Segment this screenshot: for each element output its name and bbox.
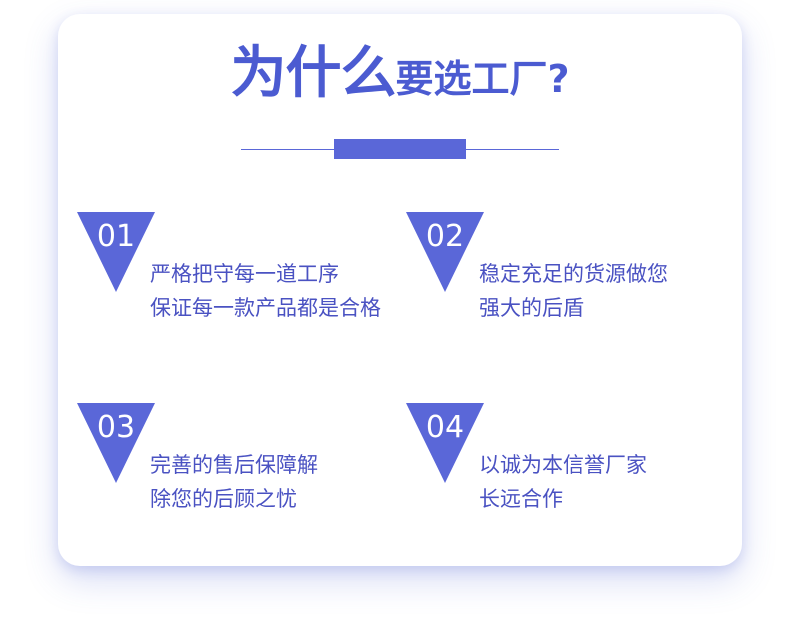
feature-text-line: 除您的后顾之忧 bbox=[150, 487, 297, 511]
title-rest: 要选工厂? bbox=[395, 57, 570, 101]
feature-text: 稳定充足的货源做您 强大的后盾 bbox=[479, 257, 668, 325]
feature-text-line: 强大的后盾 bbox=[479, 296, 584, 320]
feature-text-line: 以诚为本信誉厂家 bbox=[479, 453, 647, 477]
feature-card bbox=[58, 14, 742, 566]
triangle-badge-icon bbox=[77, 212, 155, 292]
feature-text-line: 完善的售后保障解 bbox=[150, 453, 318, 477]
feature-text: 完善的售后保障解 除您的后顾之忧 bbox=[150, 448, 318, 516]
title-divider-right bbox=[466, 149, 559, 150]
feature-text: 以诚为本信誉厂家 长远合作 bbox=[479, 448, 647, 516]
triangle-badge-icon bbox=[406, 403, 484, 483]
title-divider-left bbox=[241, 149, 334, 150]
feature-number: 03 bbox=[96, 410, 136, 445]
feature-number: 01 bbox=[96, 219, 136, 254]
feature-number: 02 bbox=[425, 219, 465, 254]
feature-text-line: 稳定充足的货源做您 bbox=[479, 262, 668, 286]
title-emphasis: 为什么 bbox=[230, 41, 396, 106]
feature-text-line: 长远合作 bbox=[479, 487, 563, 511]
triangle-badge-icon bbox=[406, 212, 484, 292]
feature-text: 严格把守每一道工序 保证每一款产品都是合格 bbox=[150, 257, 381, 325]
feature-text-line: 保证每一款产品都是合格 bbox=[150, 296, 381, 320]
page-title: 为什么要选工厂? bbox=[0, 46, 800, 102]
title-underline-bar bbox=[334, 139, 466, 159]
feature-number: 04 bbox=[425, 410, 465, 445]
feature-text-line: 严格把守每一道工序 bbox=[150, 262, 339, 286]
triangle-badge-icon bbox=[77, 403, 155, 483]
